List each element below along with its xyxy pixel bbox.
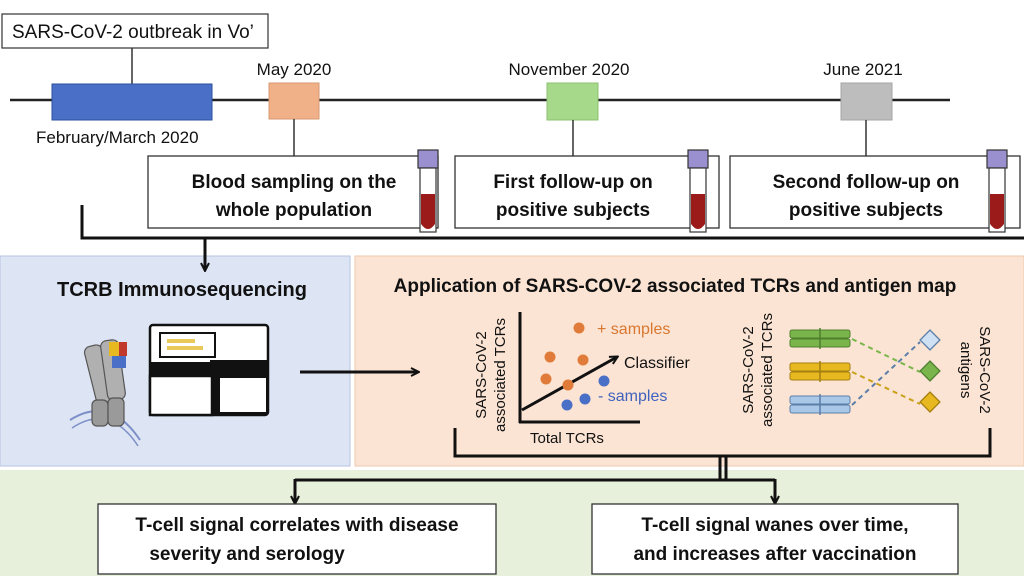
tcr-yellow-icon	[789, 361, 851, 382]
positive-sample-dot	[540, 373, 552, 385]
antigen-map-right-label-line2: antigens	[957, 342, 974, 399]
positive-sample-dot	[562, 379, 574, 391]
title-box	[1, 13, 269, 49]
result-box-1: T-cell signal correlates with disease se…	[97, 503, 497, 575]
sampling-box-3: Second follow-up on positive subjects	[729, 155, 1021, 229]
antigen-blue-diamond	[919, 329, 941, 351]
result1-line2: severity and serology	[149, 544, 345, 565]
may-label: May 2020	[257, 60, 332, 79]
box3-line2: positive subjects	[789, 200, 943, 221]
antigen-green-diamond	[919, 360, 941, 382]
antigen-map-right-label-line1: SARS-CoV-2	[976, 326, 993, 414]
sequencer-icon	[148, 323, 270, 417]
positive-samples-label: + samples	[597, 321, 670, 338]
positive-sample-dot	[573, 322, 585, 334]
results-bracket	[453, 428, 992, 458]
tcr-green-icon	[789, 328, 851, 349]
negative-sample-dot	[598, 375, 610, 387]
box3-line1: Second follow-up on	[773, 172, 960, 193]
title-text: SARS-CoV-2 outbreak in Vo’	[12, 22, 254, 43]
classifier-ylabel-line2: associated TCRs	[492, 318, 509, 432]
positive-sample-dot	[544, 351, 556, 363]
negative-sample-dot	[579, 393, 591, 405]
box2-line1: First follow-up on	[493, 172, 652, 193]
t-cell-receptor-icon	[69, 339, 141, 447]
yellow-mapping-line	[851, 371, 921, 405]
positive-sample-dot	[577, 354, 589, 366]
blue-mapping-line	[851, 341, 921, 406]
total-tcrs-label: Total TCRs	[530, 430, 604, 447]
box1-line2: whole population	[215, 200, 372, 221]
november-marker	[546, 82, 599, 121]
green-mapping-line	[851, 338, 921, 373]
classifier-ylabel-line1: SARS-CoV-2	[473, 331, 490, 419]
antigen-map-left-label-line2: associated TCRs	[759, 313, 776, 427]
negative-sample-dot	[561, 399, 573, 411]
feb-mar-period	[51, 83, 213, 121]
tcr-blue-icon	[789, 394, 851, 415]
june-label: June 2021	[823, 60, 902, 79]
box1-line1: Blood sampling on the	[192, 172, 397, 193]
feb-mar-label: February/March 2020	[36, 128, 199, 147]
blood-tube-icon	[986, 149, 1008, 233]
sampling-box-1: Blood sampling on the whole population	[147, 155, 439, 229]
november-label: November 2020	[509, 60, 630, 79]
application-heading: Application of SARS-COV-2 associated TCR…	[394, 276, 957, 297]
result2-line2: and increases after vaccination	[633, 544, 916, 565]
sampling-bracket	[80, 205, 1024, 240]
result-box-2: T-cell signal wanes over time, and incre…	[591, 503, 959, 575]
sampling-box-2: First follow-up on positive subjects	[454, 155, 720, 229]
sequencing-heading: TCRB Immunosequencing	[57, 279, 307, 301]
result1-line1: T-cell signal correlates with disease	[135, 515, 458, 536]
blood-tube-icon	[417, 149, 439, 233]
antigen-yellow-diamond	[919, 391, 941, 413]
antigen-map-left-label-line1: SARS-CoV-2	[740, 326, 757, 414]
negative-samples-label: - samples	[598, 388, 667, 405]
box2-line2: positive subjects	[496, 200, 650, 221]
application-panel	[354, 255, 1024, 467]
classifier-label: Classifier	[624, 355, 690, 372]
antigen-map: SARS-CoV-2 associated TCRs SARS-CoV-2 an…	[740, 313, 993, 427]
may-marker	[268, 82, 320, 120]
result2-line1: T-cell signal wanes over time,	[641, 515, 908, 536]
blood-tube-icon	[687, 149, 709, 233]
june-marker	[840, 82, 893, 121]
classifier-plot: + samples Classifier - samples Total TCR…	[473, 312, 690, 447]
